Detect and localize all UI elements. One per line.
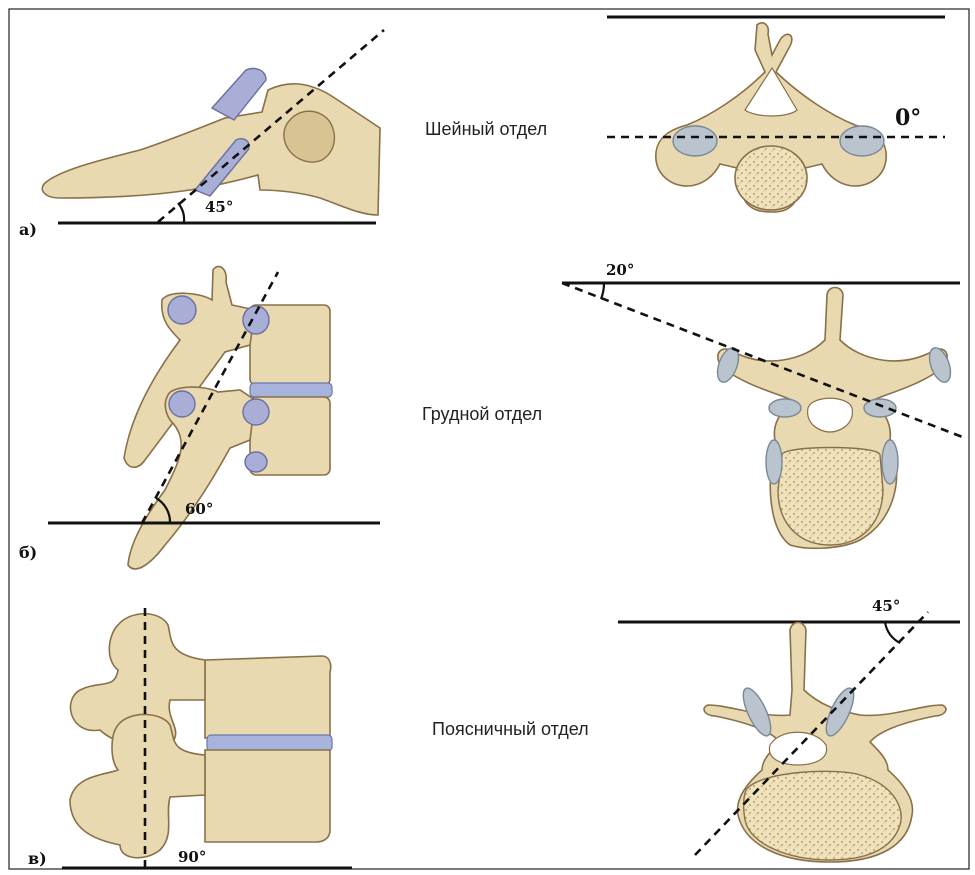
thoracic-disc — [250, 383, 332, 397]
thoracic-axial-angle: 20° — [606, 261, 634, 279]
thoracic-costal-facet-right — [882, 440, 898, 484]
thoracic-lateral-angle: 60° — [185, 500, 213, 518]
panel-mark-b: б) — [19, 543, 37, 562]
lumbar-lateral-angle: 90° — [178, 848, 206, 866]
lumbar-disc — [207, 735, 332, 751]
thoracic-section-label: Грудной отдел — [422, 404, 542, 424]
cervical-axial-facet-right — [840, 126, 884, 156]
thoracic-centrum — [778, 448, 883, 546]
lumbar-lateral-view: 90° в) — [28, 603, 352, 868]
lumbar-body-upper — [205, 656, 331, 738]
lumbar-canal — [769, 732, 826, 765]
cervical-section-label: Шейный отдел — [425, 119, 547, 139]
lumbar-posterior-lower — [70, 714, 205, 857]
lumbar-body-lower — [205, 750, 330, 842]
cervical-lateral-view: 45° а) — [19, 30, 384, 239]
cervical-axial-facet-left — [673, 126, 717, 156]
thoracic-canal — [808, 398, 853, 432]
lumbar-axial-view: 45° — [618, 597, 960, 862]
lumbar-axial-angle: 45° — [872, 597, 900, 615]
thoracic-costal-facet-left — [766, 440, 782, 484]
cervical-axial-angle: 0° — [895, 105, 921, 131]
lumbar-axial-angle-arc — [885, 622, 900, 643]
cervical-lateral-angle-arc — [178, 203, 184, 222]
panel-mark-a: а) — [19, 220, 37, 239]
panel-mark-c: в) — [28, 849, 47, 868]
cervical-lateral-angle: 45° — [205, 198, 233, 216]
thoracic-facet-4 — [243, 399, 269, 425]
lumbar-section-label: Поясничный отдел — [432, 719, 589, 739]
thoracic-facet-1 — [168, 296, 196, 324]
cervical-axial-view: 0° — [607, 17, 945, 212]
thoracic-axial-view: 20° — [562, 261, 965, 548]
thoracic-facet-5 — [245, 452, 267, 472]
cervical-centrum — [735, 146, 807, 210]
thoracic-lateral-view: 60° б) — [19, 266, 380, 569]
thoracic-axial-facet-mid-left — [769, 399, 801, 417]
thoracic-facet-3 — [169, 391, 195, 417]
thoracic-axial-angle-arc — [601, 283, 604, 299]
